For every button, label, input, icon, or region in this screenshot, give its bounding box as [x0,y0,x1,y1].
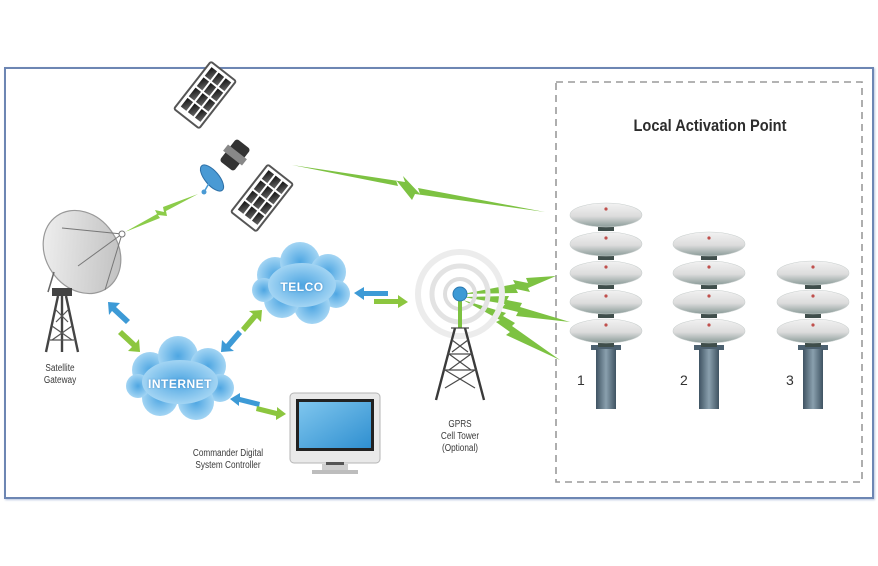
unit-pole-collar [798,345,828,350]
unit-disk [672,231,746,257]
wireless-beam-satellite-to-lap [292,165,545,212]
activation-unit-3 [776,260,850,409]
unit-number-2: 2 [680,372,688,388]
activation-units [569,202,850,409]
arrow-gateway-internet [108,302,140,352]
unit-pole-collar [591,345,621,350]
internet-label: INTERNET [148,377,212,391]
cell-tower-label-line3: (Optional) [441,443,479,454]
internet-cloud-icon [126,336,234,420]
satellite-icon [173,61,294,232]
unit-disk [672,260,746,286]
controller-label-line1: Commander Digital [192,448,264,459]
controller-label: Commander Digital System Controller [185,448,270,472]
unit-pole-collar [694,345,724,350]
satellite-gateway-label: Satellite Gateway [35,363,84,387]
unit-disk [672,318,746,344]
unit-indicator-led [707,265,711,269]
telco-label: TELCO [280,280,324,294]
unit-disk [569,289,643,315]
controller-label-line2: System Controller [195,460,261,471]
local-activation-point-title: Local Activation Point [633,116,787,135]
unit-indicator-led [604,265,608,269]
unit-number-3: 3 [786,372,794,388]
cell-tower-label-line2: Cell Tower [440,431,480,442]
unit-indicator-led [707,236,711,240]
arrow-internet-telco [221,310,262,352]
wireless-beams-tower-to-lap [463,276,570,360]
unit-pole [596,349,616,409]
telco-cloud-icon [252,242,350,324]
unit-pole [803,349,823,409]
satellite-dish-icon [42,209,126,353]
activation-unit-1 [569,202,643,409]
unit-disk [776,289,850,315]
monitor-icon [289,392,381,474]
unit-indicator-led [707,294,711,298]
local-activation-box [555,81,863,483]
cell-tower-icon [415,249,505,401]
cell-tower-label-line1: GPRS [448,419,472,430]
unit-disk [776,318,850,344]
unit-indicator-led [604,323,608,327]
unit-disk [569,318,643,344]
satellite-gateway-label-line1: Satellite [45,363,75,374]
unit-pole [699,349,719,409]
satellite-gateway-label-line2: Gateway [43,375,77,386]
activation-unit-2 [672,231,746,409]
unit-number-1: 1 [577,372,585,388]
unit-indicator-led [604,236,608,240]
unit-indicator-led [707,323,711,327]
unit-disk [569,202,643,228]
unit-indicator-led [604,294,608,298]
unit-indicator-led [604,207,608,211]
unit-indicator-led [811,265,815,269]
unit-disk [569,260,643,286]
unit-indicator-led [811,294,815,298]
unit-disk [569,231,643,257]
unit-disk [776,260,850,286]
arrow-telco-tower [354,287,408,308]
cell-tower-label: GPRS Cell Tower (Optional) [435,419,484,455]
unit-indicator-led [811,323,815,327]
unit-disk [672,289,746,315]
wireless-beam-gateway-to-satellite [125,194,198,232]
arrow-internet-controller [230,393,286,420]
